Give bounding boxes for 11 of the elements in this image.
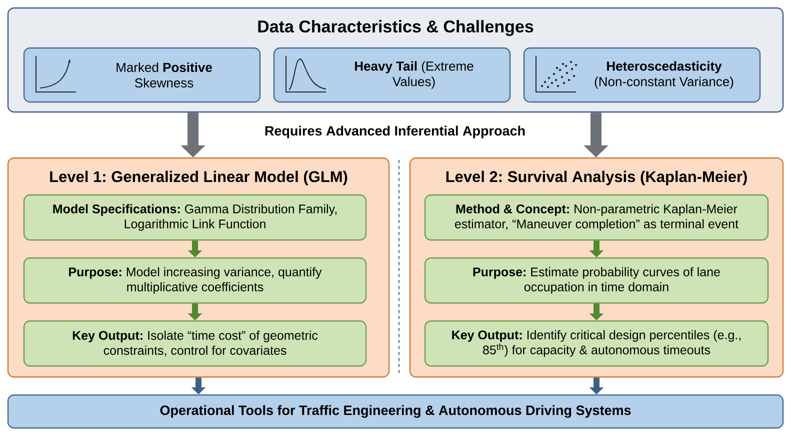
annotation-text: Requires Advanced Inferential Approach	[265, 126, 525, 138]
step-box: Purpose: Model increasing variance, quantify multiplicative coefficients	[23, 257, 367, 304]
step-box: Method & Concept: Non-parametric Kaplan-Meier estimator, “Maneuver completion” as terminal event	[424, 194, 769, 241]
step-box: Key Output: Identify critical design percentiles (e.g., 85$^{th}$) for capacity & autonomous timeouts	[424, 320, 769, 367]
output-bar: Operational Tools for Traffic Engineering & Autonomous Driving Systems	[7, 394, 784, 429]
characteristic-box: Heavy Tail (Extreme Values)	[273, 47, 511, 103]
step-box: Model Specifications: Gamma Distribution Family, Logarithmic Link Function	[23, 194, 367, 241]
step-box: Key Output: Isolate “time cost” of geometric constraints, control for covariates	[23, 320, 367, 367]
step-box: Purpose: Estimate probability curves of lane occupation in time domain	[424, 257, 769, 304]
characteristic-box: Heteroscedasticity (Non-constant Variance)	[523, 47, 761, 103]
characteristic-box: Marked Positive Skewness	[23, 47, 261, 103]
